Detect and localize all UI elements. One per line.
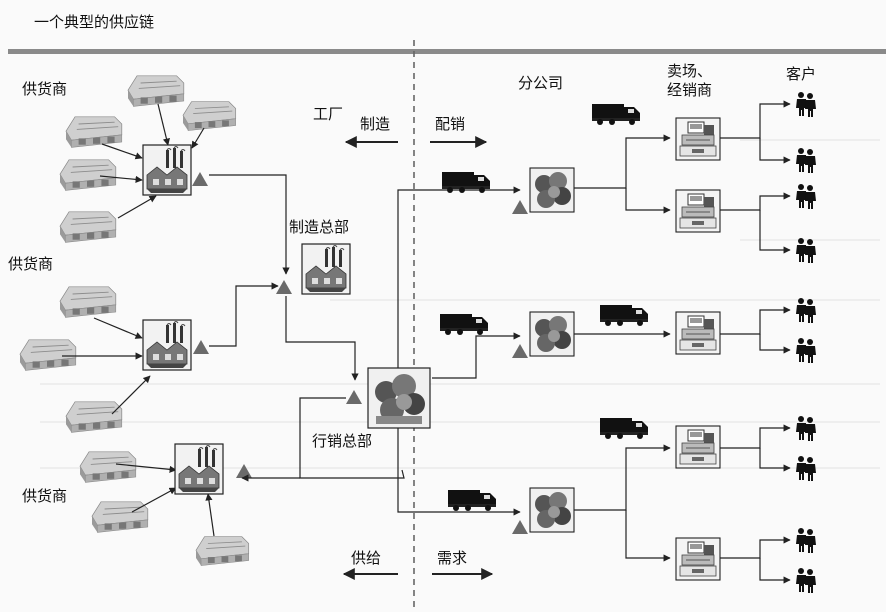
branch-to-store-links (574, 138, 670, 558)
marketing-hq-icon (346, 368, 430, 428)
factory-icon-middle (143, 320, 209, 370)
hq-to-branch-links (398, 190, 520, 512)
manufacturing-hq-icon (276, 244, 350, 294)
factory-icon-top (143, 145, 208, 195)
delivery-truck-icons (440, 104, 648, 511)
store-to-customer-links (720, 104, 790, 580)
factory-icon-bottom (175, 444, 252, 494)
factory-links (209, 175, 404, 478)
header-band (8, 49, 886, 54)
branch-office-middle (512, 312, 574, 358)
customer-icons (796, 92, 816, 593)
retailer-store-icons (676, 118, 720, 580)
branch-office-top (512, 168, 574, 214)
branch-office-bottom (512, 488, 574, 534)
